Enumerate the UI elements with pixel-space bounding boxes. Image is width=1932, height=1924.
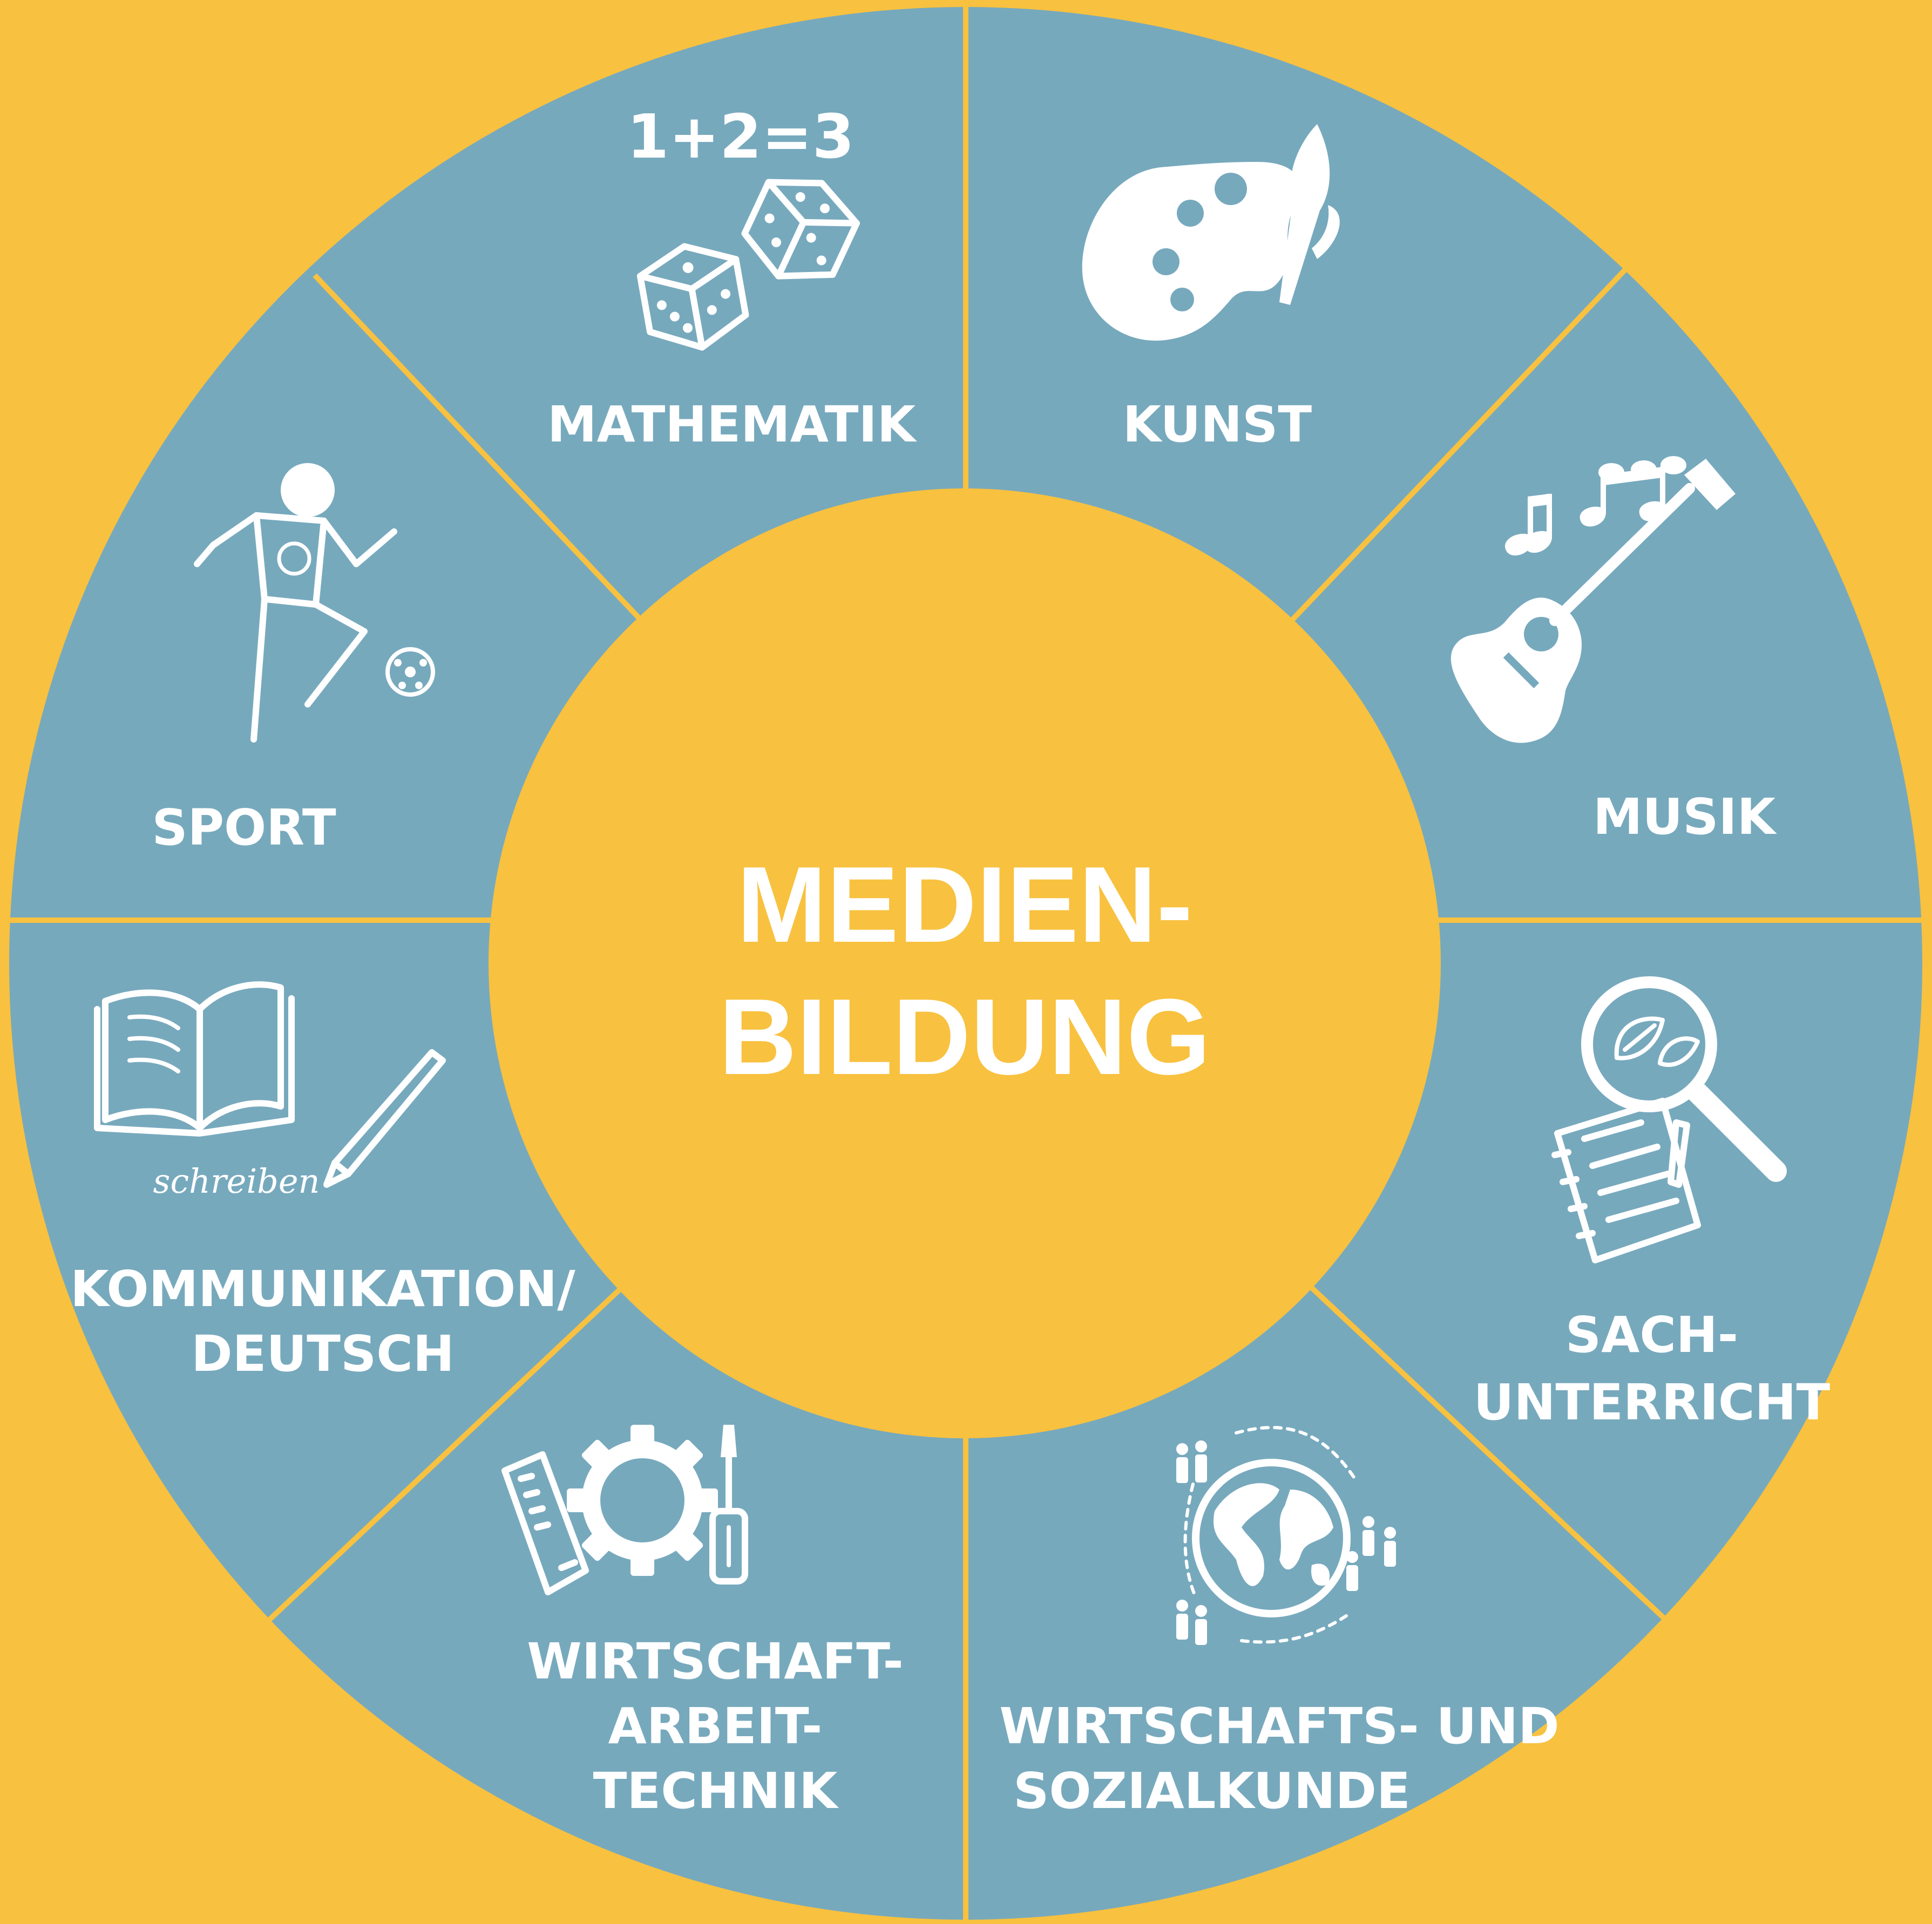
tools-icon (501, 1425, 748, 1595)
globe-icon (1176, 1426, 1396, 1645)
segment-wat: WIRTSCHAFT- ARBEIT- TECHNIK (501, 1425, 904, 1820)
label-wirtschaft-sozialkunde-1: WIRTSCHAFTS- UND (999, 1697, 1559, 1755)
segment-mathematik: 1+2=3 (547, 102, 918, 453)
label-sport: SPORT (152, 799, 336, 856)
schreiben-text: schreiben (153, 1161, 320, 1201)
label-wat-1: WIRTSCHAFT- (527, 1633, 903, 1690)
label-sachunterricht-1: SACH- (1565, 1306, 1738, 1364)
label-wirtschaft-sozialkunde-2: SOZIALKUNDE (1013, 1762, 1411, 1820)
palette-icon (1082, 124, 1340, 341)
label-wat-2: ARBEIT- (608, 1697, 823, 1755)
book-icon (94, 981, 446, 1188)
dice-icon (636, 179, 860, 351)
segment-sport: SPORT (152, 463, 435, 856)
segment-wirtschaft-sozialkunde: WIRTSCHAFTS- UND SOZIALKUNDE (999, 1426, 1560, 1820)
magnifier-icon (1551, 976, 1787, 1263)
segment-kunst: KUNST (1082, 124, 1340, 453)
label-kunst: KUNST (1123, 396, 1312, 453)
center-title-line1: MEDIEN- (737, 845, 1192, 965)
center-title-line2: BILDUNG (718, 977, 1210, 1097)
label-musik: MUSIK (1593, 788, 1778, 846)
center-circle (489, 488, 1441, 1438)
label-kommunikation-1: KOMMUNIKATION/ (70, 1260, 575, 1318)
segment-sachunterricht: SACH- UNTERRICHT (1474, 976, 1831, 1431)
label-mathematik: MATHEMATIK (547, 396, 918, 453)
label-sachunterricht-2: UNTERRICHT (1474, 1374, 1831, 1431)
segment-kommunikation: schreiben KOMMUNIKATION/ DEUTSCH (70, 981, 575, 1383)
label-wat-3: TECHNIK (593, 1762, 839, 1820)
label-kommunikation-2: DEUTSCH (191, 1325, 454, 1383)
segment-musik: MUSIK (1450, 456, 1778, 846)
soccer-player-icon (194, 463, 435, 743)
guitar-icon (1450, 456, 1736, 743)
math-equation: 1+2=3 (627, 102, 854, 172)
